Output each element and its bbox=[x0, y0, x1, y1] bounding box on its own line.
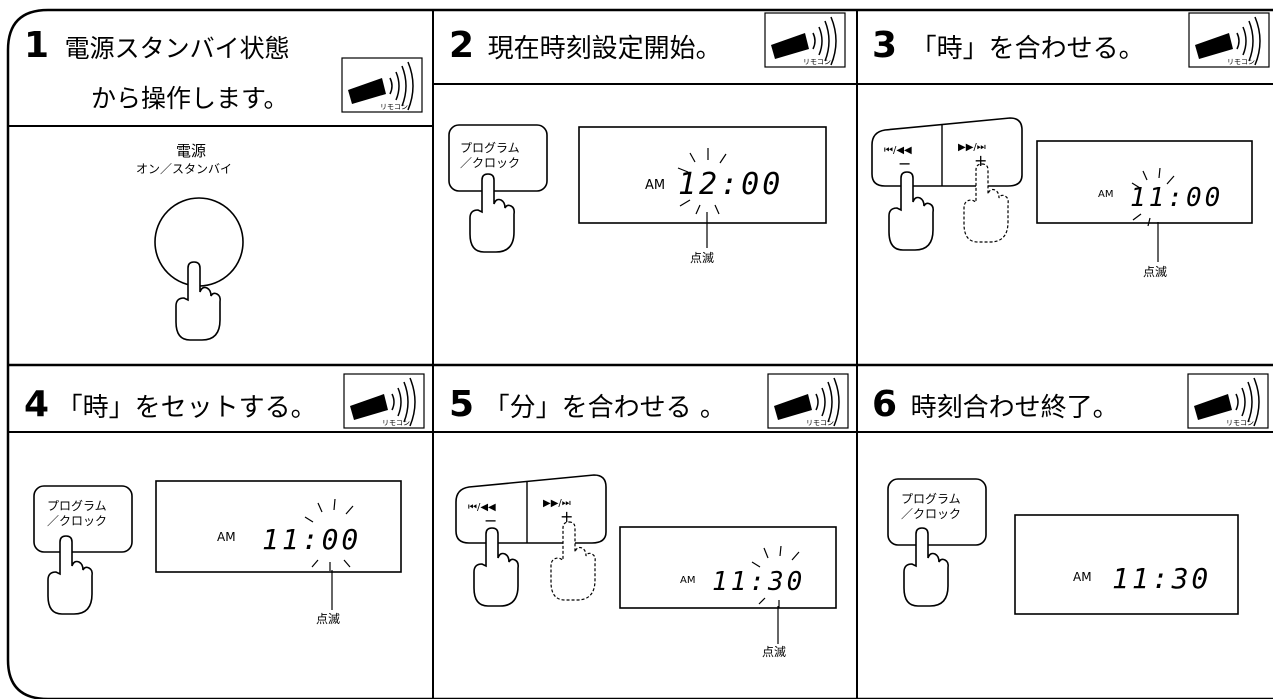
pointing-hand-icon bbox=[47, 535, 93, 615]
clock-button-label: ／クロック bbox=[47, 514, 108, 528]
power-sublabel: オン／スタンバイ bbox=[136, 162, 233, 176]
program-button-label: プログラム bbox=[901, 492, 961, 506]
remote-icon: リモコン bbox=[767, 373, 849, 429]
lcd-display bbox=[155, 480, 402, 573]
lcd-display bbox=[1014, 514, 1239, 615]
prev-skip-icon: ⏮/◀◀ bbox=[884, 145, 912, 156]
remote-label: リモコン bbox=[803, 58, 831, 66]
pointing-hand-icon bbox=[473, 527, 519, 607]
lcd-display bbox=[578, 126, 827, 224]
remote-label: リモコン bbox=[1227, 58, 1255, 66]
program-button-label: プログラム bbox=[460, 141, 520, 155]
am-indicator: AM bbox=[680, 575, 696, 586]
blink-label: 点滅 bbox=[316, 612, 341, 626]
lcd-display bbox=[619, 526, 837, 609]
step-5-title: 5 「分」を合わせる 。 bbox=[449, 384, 726, 425]
step-title-line1: 電源スタンバイ状態 bbox=[64, 34, 290, 63]
am-indicator: AM bbox=[1073, 570, 1092, 584]
lcd-time: 11:30 bbox=[712, 567, 806, 597]
plus-sign: + bbox=[974, 151, 988, 170]
plus-sign: + bbox=[560, 507, 574, 526]
dashed-hand-icon bbox=[963, 163, 1009, 243]
pointing-hand-icon bbox=[888, 171, 934, 251]
lcd-display bbox=[1036, 140, 1253, 224]
blink-label: 点滅 bbox=[690, 251, 715, 265]
step-number: 1 bbox=[24, 25, 50, 66]
remote-icon: リモコン bbox=[1187, 373, 1269, 429]
lcd-time: 11:30 bbox=[1112, 562, 1212, 595]
power-label: 電源 bbox=[176, 142, 207, 160]
remote-label: リモコン bbox=[806, 419, 834, 427]
step-1-title: 1 電源スタンバイ状態 bbox=[24, 28, 290, 64]
step-3-title: 3 「時」を合わせる。 bbox=[872, 25, 1145, 66]
outer-border bbox=[6, 8, 1273, 699]
am-indicator: AM bbox=[217, 530, 236, 544]
step-1-title-line2: から操作します。 bbox=[91, 84, 289, 113]
next-skip-icon: ▶▶/⏭ bbox=[958, 142, 986, 153]
pointing-hand-icon bbox=[903, 527, 949, 607]
blink-rays-icon bbox=[751, 545, 800, 608]
blink-rays-icon bbox=[1131, 167, 1175, 227]
remote-icon: リモコン bbox=[1188, 12, 1270, 68]
am-indicator: AM bbox=[1098, 189, 1114, 200]
blink-rays-icon bbox=[304, 498, 354, 571]
lcd-time: 11:00 bbox=[1130, 183, 1224, 213]
remote-icon: リモコン bbox=[343, 373, 425, 429]
remote-icon: リモコン bbox=[341, 57, 423, 113]
lcd-time: 12:00 bbox=[678, 167, 784, 202]
minus-sign: − bbox=[484, 511, 498, 530]
am-indicator: AM bbox=[645, 178, 666, 193]
program-clock-button bbox=[887, 478, 987, 546]
clock-button-label: ／クロック bbox=[460, 156, 521, 170]
step-2-title: 2 現在時刻設定開始。 bbox=[449, 25, 722, 66]
program-clock-button bbox=[448, 124, 548, 192]
lcd-time: 11:00 bbox=[262, 523, 362, 556]
remote-label: リモコン bbox=[382, 419, 410, 427]
blink-label: 点滅 bbox=[1143, 265, 1168, 279]
pointing-hand-icon bbox=[469, 173, 515, 253]
program-clock-button bbox=[33, 485, 133, 553]
next-skip-icon: ▶▶/⏭ bbox=[543, 498, 571, 509]
program-button-label: プログラム bbox=[47, 499, 107, 513]
blink-rays-icon bbox=[677, 148, 727, 215]
step-6-title: 6 時刻合わせ終了。 bbox=[872, 384, 1119, 425]
minus-sign: − bbox=[898, 154, 912, 173]
remote-label: リモコン bbox=[1226, 419, 1254, 427]
remote-icon: リモコン bbox=[764, 12, 846, 68]
remote-label: リモコン bbox=[380, 103, 408, 111]
prev-skip-icon: ⏮/◀◀ bbox=[468, 502, 496, 513]
step-4-title: 4 「時」をセットする。 bbox=[24, 384, 317, 425]
blink-label: 点滅 bbox=[762, 645, 787, 659]
clock-button-label: ／クロック bbox=[901, 507, 962, 521]
pointing-hand-icon bbox=[175, 261, 221, 341]
dashed-hand-icon bbox=[550, 521, 596, 601]
